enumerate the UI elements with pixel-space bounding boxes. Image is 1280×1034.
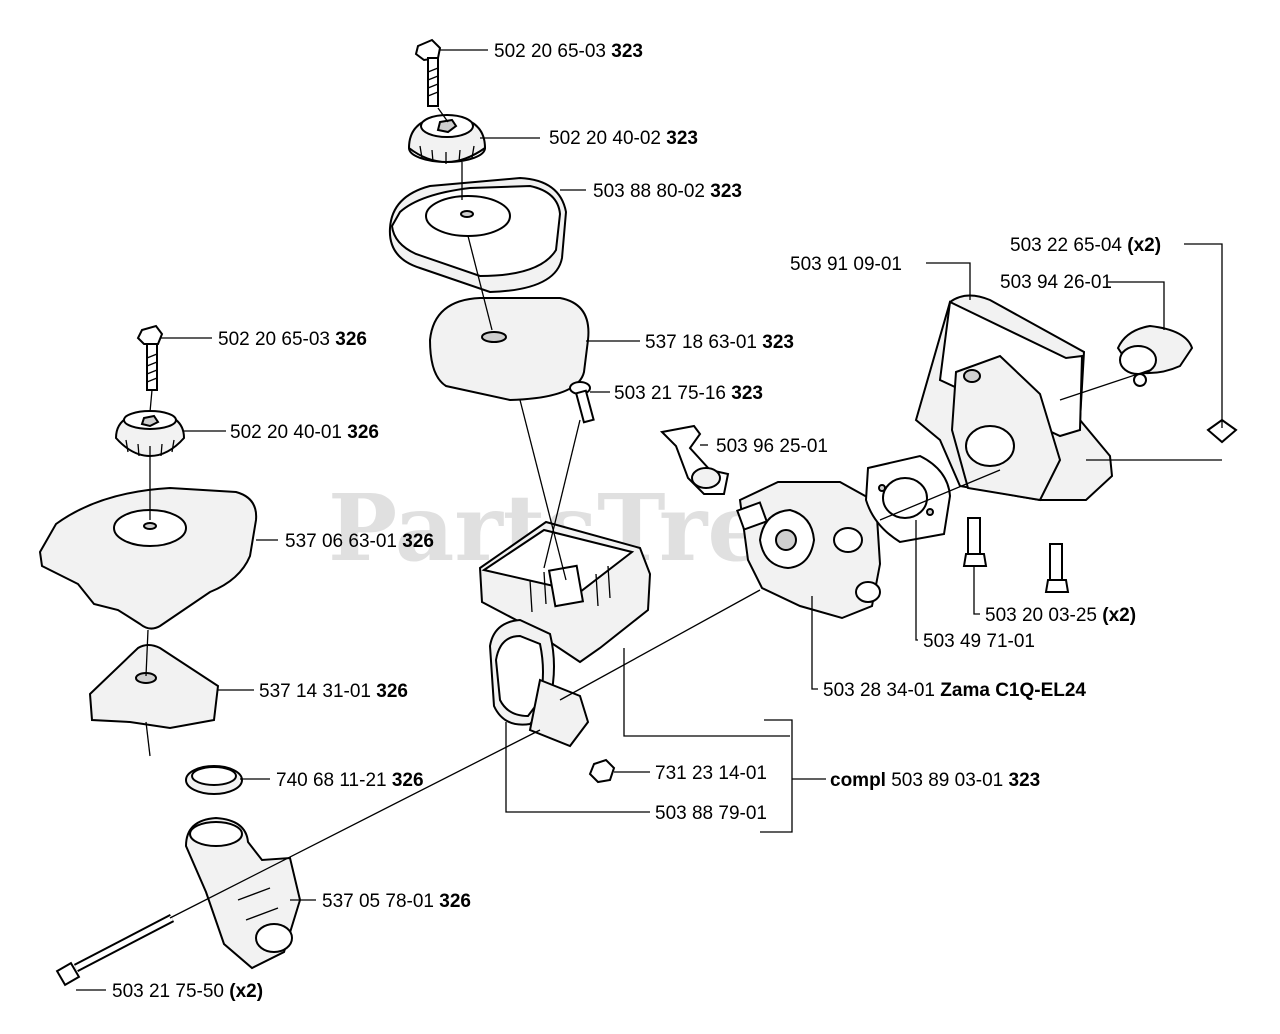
filter-housing	[478, 520, 652, 664]
o-ring	[185, 765, 243, 795]
square-nut	[1206, 418, 1238, 444]
filter-pad-left	[88, 644, 220, 730]
intake-adapter	[914, 294, 1114, 502]
part-label[interactable]: 503 21 75-16 323	[614, 383, 763, 404]
leader-lines	[76, 49, 1223, 991]
part-label[interactable]: 503 88 80-02 323	[593, 181, 742, 202]
screw-center	[569, 381, 595, 424]
part-label[interactable]: 503 28 34-01 Zama C1Q-EL24	[823, 680, 1086, 701]
part-label[interactable]: 731 23 14-01	[655, 763, 767, 784]
part-drawings	[38, 38, 1238, 987]
part-label[interactable]: 502 20 65-03 323	[494, 41, 643, 62]
filter-cover-top	[388, 176, 568, 294]
part-label[interactable]: 537 05 78-01 326	[322, 891, 471, 912]
screw-left	[136, 324, 164, 391]
part-label[interactable]: 502 20 40-01 326	[230, 422, 379, 443]
part-label[interactable]: 503 49 71-01	[923, 631, 1035, 652]
part-label[interactable]: 740 68 11-21 326	[276, 770, 424, 791]
part-label[interactable]: 503 20 03-25 (x2)	[985, 605, 1136, 626]
bracket-clip	[659, 424, 730, 495]
part-label[interactable]: 502 20 40-02 323	[549, 128, 698, 149]
part-labels: 502 20 65-03 323 502 20 40-02 323 503 88…	[112, 41, 1161, 1002]
part-label[interactable]: 537 14 31-01 326	[259, 681, 408, 702]
filter-cover-left	[38, 486, 258, 630]
part-label[interactable]: 503 91 09-01	[790, 254, 902, 275]
bolts-bottom	[962, 517, 1070, 593]
carburetor	[736, 481, 882, 620]
nut	[588, 758, 616, 784]
part-label[interactable]: 502 20 65-03 326	[218, 329, 367, 350]
knob-left	[114, 410, 186, 458]
long-bolt	[55, 914, 175, 987]
screw-top	[414, 38, 442, 107]
intake-elbow	[184, 816, 302, 970]
knob-top	[407, 114, 487, 164]
part-label[interactable]: 503 88 79-01	[655, 803, 767, 824]
part-label[interactable]: 503 21 75-50 (x2)	[112, 981, 263, 1002]
part-label[interactable]: 537 06 63-01 326	[285, 531, 434, 552]
part-label[interactable]: 503 96 25-01	[716, 436, 828, 457]
assembly-label[interactable]: compl 503 89 03-01 323	[830, 770, 1040, 791]
part-label[interactable]: 503 94 26-01	[1000, 272, 1112, 293]
part-label[interactable]: 537 18 63-01 323	[645, 332, 794, 353]
filter-pad-top	[428, 297, 590, 402]
part-label[interactable]: 503 22 65-04 (x2)	[1010, 235, 1161, 256]
gasket	[864, 454, 952, 544]
primer-bulb	[488, 618, 590, 748]
